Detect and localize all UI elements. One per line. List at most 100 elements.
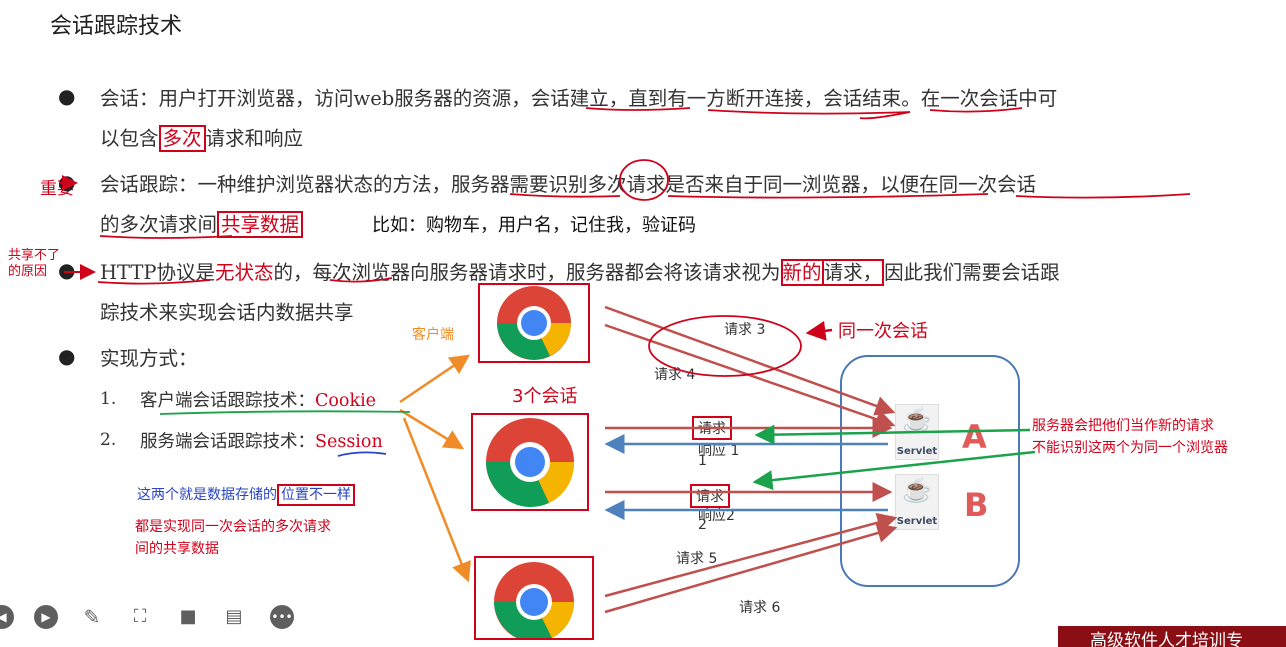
prev-icon[interactable]: ◀ xyxy=(0,605,14,629)
share-reason-note: 共享不了 的原因 xyxy=(8,248,60,280)
text: 服务器需要 xyxy=(451,173,549,196)
bullet-3-line-1: HTTP协议是无状态的，每次浏览器向服务器请求时，服务器都会将该请求视为新的请求… xyxy=(100,256,1060,286)
response-1-label: 响应 1 xyxy=(698,443,740,459)
note-line: 都是实现同一次会话的多次请求 xyxy=(135,519,331,535)
java-icon: ☕ xyxy=(902,476,932,504)
chrome-icon xyxy=(497,286,571,360)
bullet-dot: ● xyxy=(58,258,76,282)
sub-1: 客户端会话跟踪技术：Cookie xyxy=(140,387,376,412)
bullet-1-line-2: 以包含多次请求和响应 xyxy=(100,122,304,152)
server-a-label: A xyxy=(962,418,987,456)
page-title: 会话跟踪技术 xyxy=(50,14,183,39)
server-b-label: B xyxy=(964,486,989,524)
camera-icon[interactable]: ■ xyxy=(179,606,197,627)
request-6-label: 请求 6 xyxy=(739,600,781,616)
arrow-client-1 xyxy=(399,354,471,404)
request-5-label: 请求 5 xyxy=(676,551,718,567)
underline xyxy=(99,235,233,239)
three-sessions-label: 3个会话 xyxy=(512,386,578,407)
java-icon: ☕ xyxy=(902,406,932,434)
arrow-client-2 xyxy=(399,408,465,450)
server-container xyxy=(840,355,1020,587)
chrome-icon xyxy=(494,562,575,642)
note-line: 间的共享数据 xyxy=(135,541,219,557)
text: 请求和响应 xyxy=(205,127,304,150)
underline xyxy=(159,410,411,415)
sub-2-number: 2. xyxy=(100,430,117,450)
bullet-4: 实现方式： xyxy=(100,347,198,370)
boxed-request: 请求， xyxy=(823,259,885,286)
text: 的多次请求间 xyxy=(100,213,218,236)
pen-icon[interactable]: ✎ xyxy=(83,605,101,629)
arrow-client-3 xyxy=(402,417,471,583)
comment-icon[interactable]: ▤ xyxy=(225,606,243,627)
text: 的，每次浏览器向服务器请求时，服务器都会将该请求视为 xyxy=(273,261,781,284)
underline xyxy=(929,107,1023,113)
text: 。在一次会话中可 xyxy=(901,87,1058,110)
play-icon[interactable]: ▶ xyxy=(34,605,58,629)
more-icon[interactable]: ••• xyxy=(270,605,294,629)
sub-2: 服务端会话跟踪技术：Session xyxy=(140,428,383,453)
server-note: 服务器会把他们当作新的请求 不能识别这两个为同一个浏览器 xyxy=(1032,415,1228,459)
bullet-2-line-2: 的多次请求间共享数据 xyxy=(100,208,304,238)
servlet-label: Servlet xyxy=(896,446,938,457)
bullet-3-line-2: 踪技术来实现会话内数据共享 xyxy=(100,301,354,324)
underline xyxy=(97,279,211,285)
footer-banner: 高级软件人才培训专 xyxy=(1058,626,1286,647)
servlet-label: Servlet xyxy=(896,516,938,527)
circled-identify: 识别 xyxy=(548,173,588,196)
boxed-new: 新的 xyxy=(780,259,824,286)
stateless-text: 无状态 xyxy=(215,261,274,284)
text: HTTP协议是 xyxy=(100,261,216,284)
text: 会话跟踪：一种维护浏览器状态的方法， xyxy=(100,173,452,196)
response-1-sub: 1 xyxy=(698,453,707,469)
chrome-icon xyxy=(486,418,575,508)
text: 因此我们需要会话跟 xyxy=(884,261,1060,284)
underline xyxy=(337,451,387,457)
arrow-same-session xyxy=(805,320,833,341)
screenshot-icon[interactable]: ⛶ xyxy=(133,606,147,627)
boxed-location: 位置不一样 xyxy=(277,484,355,506)
underline xyxy=(1015,193,1191,199)
sub-1-number: 1. xyxy=(100,389,117,409)
cookie-text: Cookie xyxy=(315,391,377,411)
browser-1 xyxy=(478,283,590,363)
highlight-session-start: 会话建立， xyxy=(530,87,629,110)
response-2-label: 响应2 xyxy=(698,508,735,524)
text: 客户端会话跟踪技术： xyxy=(140,391,315,411)
storage-diff-note: 这两个就是数据存储的位置不一样 xyxy=(137,484,355,506)
session-text: Session xyxy=(315,432,383,452)
text: 服务端会话跟踪技术： xyxy=(140,432,315,452)
bullet-1-line-1: 会话：用户打开浏览器，访问web服务器的资源，会话建立，直到有一方断开连接，会话… xyxy=(100,82,1057,111)
bullet-dot: ● xyxy=(58,344,76,368)
session-ellipse xyxy=(648,315,802,377)
text: 这两个就是数据存储的 xyxy=(137,487,277,503)
boxed-multiple: 多次 xyxy=(158,125,206,152)
arrow-note-2 xyxy=(752,450,1036,491)
arrow-note-1 xyxy=(754,424,1031,445)
note-line: 服务器会把他们当作新的请求 xyxy=(1032,418,1214,434)
highlight-disconnect: 直到有一方断开连接， xyxy=(628,87,824,110)
underline xyxy=(329,277,393,283)
example-text: 比如：购物车，用户名，记住我，验证码 xyxy=(372,215,696,235)
bullet-2-line-1: 会话跟踪：一种维护浏览器状态的方法，服务器需要识别多次请求是否来自于同一浏览器，… xyxy=(100,168,1036,197)
underline xyxy=(667,193,989,199)
request-3-label: 请求 3 xyxy=(724,322,766,338)
client-label: 客户端 xyxy=(412,327,454,343)
note-line: 共享不了 xyxy=(8,248,61,263)
browser-3 xyxy=(474,556,594,642)
arrow-request-3 xyxy=(604,305,896,416)
circle-identify xyxy=(619,159,669,201)
response-2-sub: 2 xyxy=(698,517,707,533)
underline xyxy=(509,193,621,198)
highlight-session-end: 会话结束 xyxy=(823,87,902,110)
note-line: 的原因 xyxy=(8,264,48,279)
text: 以包含 xyxy=(100,127,159,150)
boxed-share-data: 共享数据 xyxy=(217,211,304,238)
same-session-label: 同一次会话 xyxy=(838,321,928,342)
text: 多次请求是否来自于同一浏览器， xyxy=(587,173,881,196)
servlet-b: ☕ Servlet xyxy=(895,474,939,530)
underline xyxy=(707,109,911,120)
underline xyxy=(585,107,691,111)
